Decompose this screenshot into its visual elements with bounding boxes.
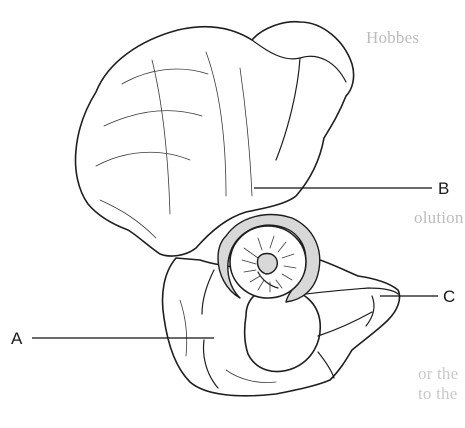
- label-c: C: [443, 287, 455, 306]
- label-b: B: [438, 179, 449, 198]
- label-a: A: [11, 329, 23, 348]
- acetabular-fossa: [257, 254, 277, 275]
